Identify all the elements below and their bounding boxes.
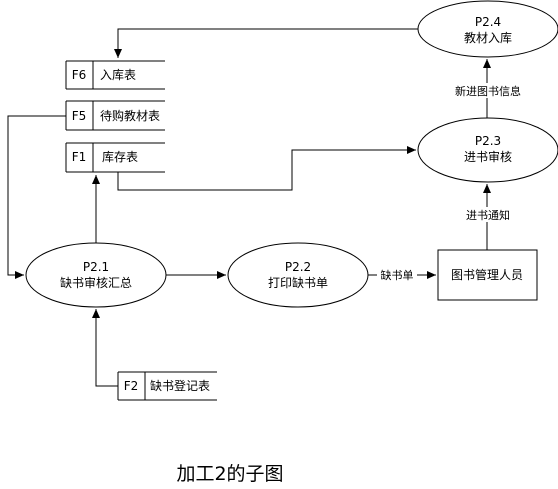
store-f6-name: 入库表: [100, 67, 136, 82]
process-p24-name: 教材入库: [464, 30, 512, 45]
flow-label-purchase-notice: 进书通知: [466, 208, 510, 222]
process-p22[interactable]: P2.2 打印缺书单: [227, 242, 369, 308]
process-p21-id: P2.1: [83, 260, 109, 274]
entity-librarian[interactable]: 图书管理人员: [437, 249, 538, 301]
process-p24-id: P2.4: [475, 15, 501, 29]
store-f2-id: F2: [124, 379, 139, 393]
store-f5[interactable]: F5 待购教材表: [65, 100, 165, 131]
process-p21[interactable]: P2.1 缺书审核汇总: [25, 242, 167, 308]
process-p23[interactable]: P2.3 进书审核: [417, 117, 558, 183]
process-p24[interactable]: P2.4 教材入库: [417, 0, 558, 58]
flow-label-new-book-info: 新进图书信息: [455, 84, 521, 98]
store-f6[interactable]: F6 入库表: [65, 60, 165, 90]
store-f2-name: 缺书登记表: [150, 378, 210, 393]
store-f2[interactable]: F2 缺书登记表: [117, 371, 217, 401]
flow-label-shortage-list: 缺书单: [381, 268, 414, 282]
flow-f1-to-p23: [117, 146, 416, 191]
process-p22-id: P2.2: [285, 260, 311, 274]
flow-p24-to-f6: [114, 28, 418, 58]
diagram-caption: 加工2的子图: [176, 463, 283, 485]
process-p22-name: 打印缺书单: [268, 275, 328, 290]
store-f1-id: F1: [72, 150, 87, 164]
store-f1[interactable]: F1 库存表: [65, 142, 165, 173]
process-p23-name: 进书审核: [464, 149, 512, 164]
store-f1-name: 库存表: [102, 149, 138, 164]
store-f5-name: 待购教材表: [100, 108, 160, 123]
entity-librarian-name: 图书管理人员: [451, 267, 523, 282]
process-p21-name: 缺书审核汇总: [60, 275, 132, 290]
process-p23-id: P2.3: [475, 134, 501, 148]
store-f6-id: F6: [72, 68, 87, 82]
flow-f5-to-p21: [7, 115, 66, 279]
flow-f2-to-p21: [92, 309, 118, 387]
store-f5-id: F5: [72, 109, 87, 123]
